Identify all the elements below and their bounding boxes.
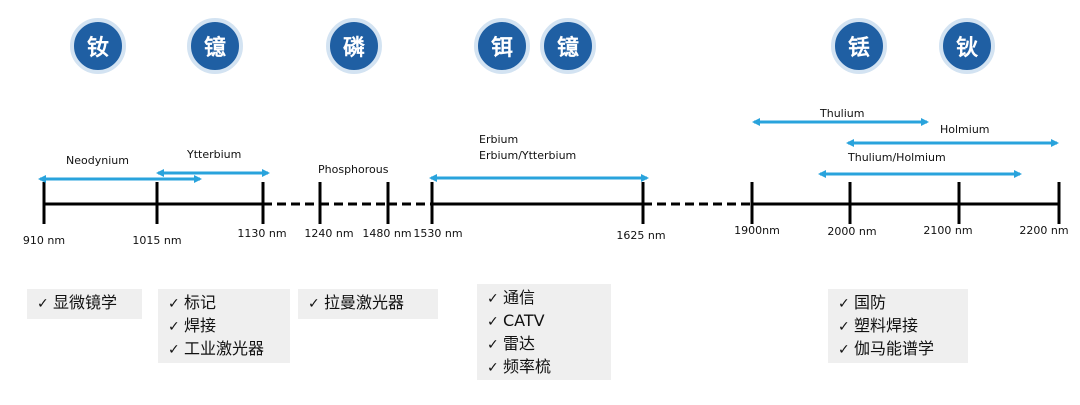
check-icon: ✓ bbox=[308, 296, 320, 312]
application-box-microscopy: ✓显微镜学 bbox=[27, 289, 142, 319]
list-item: ✓伽马能谱学 bbox=[838, 338, 958, 361]
tick-label: 1530 nm bbox=[413, 227, 462, 240]
application-box-raman: ✓拉曼激光器 bbox=[298, 289, 438, 319]
element-circle-ytterbium: 镱 bbox=[187, 18, 243, 74]
range-label-neodynium: Neodynium bbox=[66, 154, 129, 167]
check-icon: ✓ bbox=[37, 296, 49, 312]
list-item: ✓雷达 bbox=[487, 333, 601, 356]
range-label-holmium: Holmium bbox=[940, 123, 990, 136]
check-icon: ✓ bbox=[487, 314, 499, 330]
tick-label: 1900nm bbox=[734, 224, 780, 237]
tick-label: 2000 nm bbox=[827, 225, 876, 238]
tick-label: 1015 nm bbox=[132, 234, 181, 247]
list-item: ✓显微镜学 bbox=[37, 292, 132, 315]
tick-label: 2100 nm bbox=[923, 224, 972, 237]
list-item: ✓焊接 bbox=[168, 315, 280, 338]
range-label-ytterbium: Ytterbium bbox=[186, 148, 241, 161]
application-box-industrial: ✓标记 ✓焊接 ✓工业激光器 bbox=[158, 289, 290, 363]
check-icon: ✓ bbox=[838, 342, 850, 358]
tick-label: 2200 nm bbox=[1019, 224, 1068, 237]
check-icon: ✓ bbox=[487, 337, 499, 353]
tick-label: 1625 nm bbox=[616, 229, 665, 242]
list-item: ✓频率梳 bbox=[487, 356, 601, 379]
tick-label: 1480 nm bbox=[362, 227, 411, 240]
range-label-phosphorous: Phosphorous bbox=[318, 163, 389, 176]
check-icon: ✓ bbox=[168, 319, 180, 335]
element-circle-ytterbium-2: 镱 bbox=[540, 18, 596, 74]
tick-label: 1130 nm bbox=[237, 227, 286, 240]
list-item: ✓工业激光器 bbox=[168, 338, 280, 361]
element-circle-phosphorus: 磷 bbox=[326, 18, 382, 74]
wavelength-timeline: 910 nm 1015 nm 1130 nm 1240 nm 1480 nm 1… bbox=[23, 107, 1069, 247]
application-box-telecom: ✓通信 ✓CATV ✓雷达 ✓频率梳 bbox=[477, 284, 611, 380]
element-circle-erbium: 铒 bbox=[474, 18, 530, 74]
list-item: ✓国防 bbox=[838, 292, 958, 315]
list-item: ✓拉曼激光器 bbox=[308, 292, 428, 315]
check-icon: ✓ bbox=[168, 342, 180, 358]
list-item: ✓CATV bbox=[487, 310, 601, 333]
tick-label: 1240 nm bbox=[304, 227, 353, 240]
check-icon: ✓ bbox=[168, 296, 180, 312]
range-label-thulium: Thulium bbox=[819, 107, 864, 120]
check-icon: ✓ bbox=[487, 291, 499, 307]
range-label-erbium: Erbium bbox=[479, 133, 518, 146]
check-icon: ✓ bbox=[487, 360, 499, 376]
element-circle-holmium: 钬 bbox=[939, 18, 995, 74]
list-item: ✓塑料焊接 bbox=[838, 315, 958, 338]
tick-label: 910 nm bbox=[23, 234, 65, 247]
element-circle-thulium: 铥 bbox=[831, 18, 887, 74]
check-icon: ✓ bbox=[838, 296, 850, 312]
application-box-defense: ✓国防 ✓塑料焊接 ✓伽马能谱学 bbox=[828, 289, 968, 363]
range-label-erbium-ytterbium: Erbium/Ytterbium bbox=[479, 149, 576, 162]
element-circle-neodymium: 钕 bbox=[70, 18, 126, 74]
list-item: ✓通信 bbox=[487, 287, 601, 310]
range-label-thulium-holmium: Thulium/Holmium bbox=[847, 151, 946, 164]
check-icon: ✓ bbox=[838, 319, 850, 335]
list-item: ✓标记 bbox=[168, 292, 280, 315]
